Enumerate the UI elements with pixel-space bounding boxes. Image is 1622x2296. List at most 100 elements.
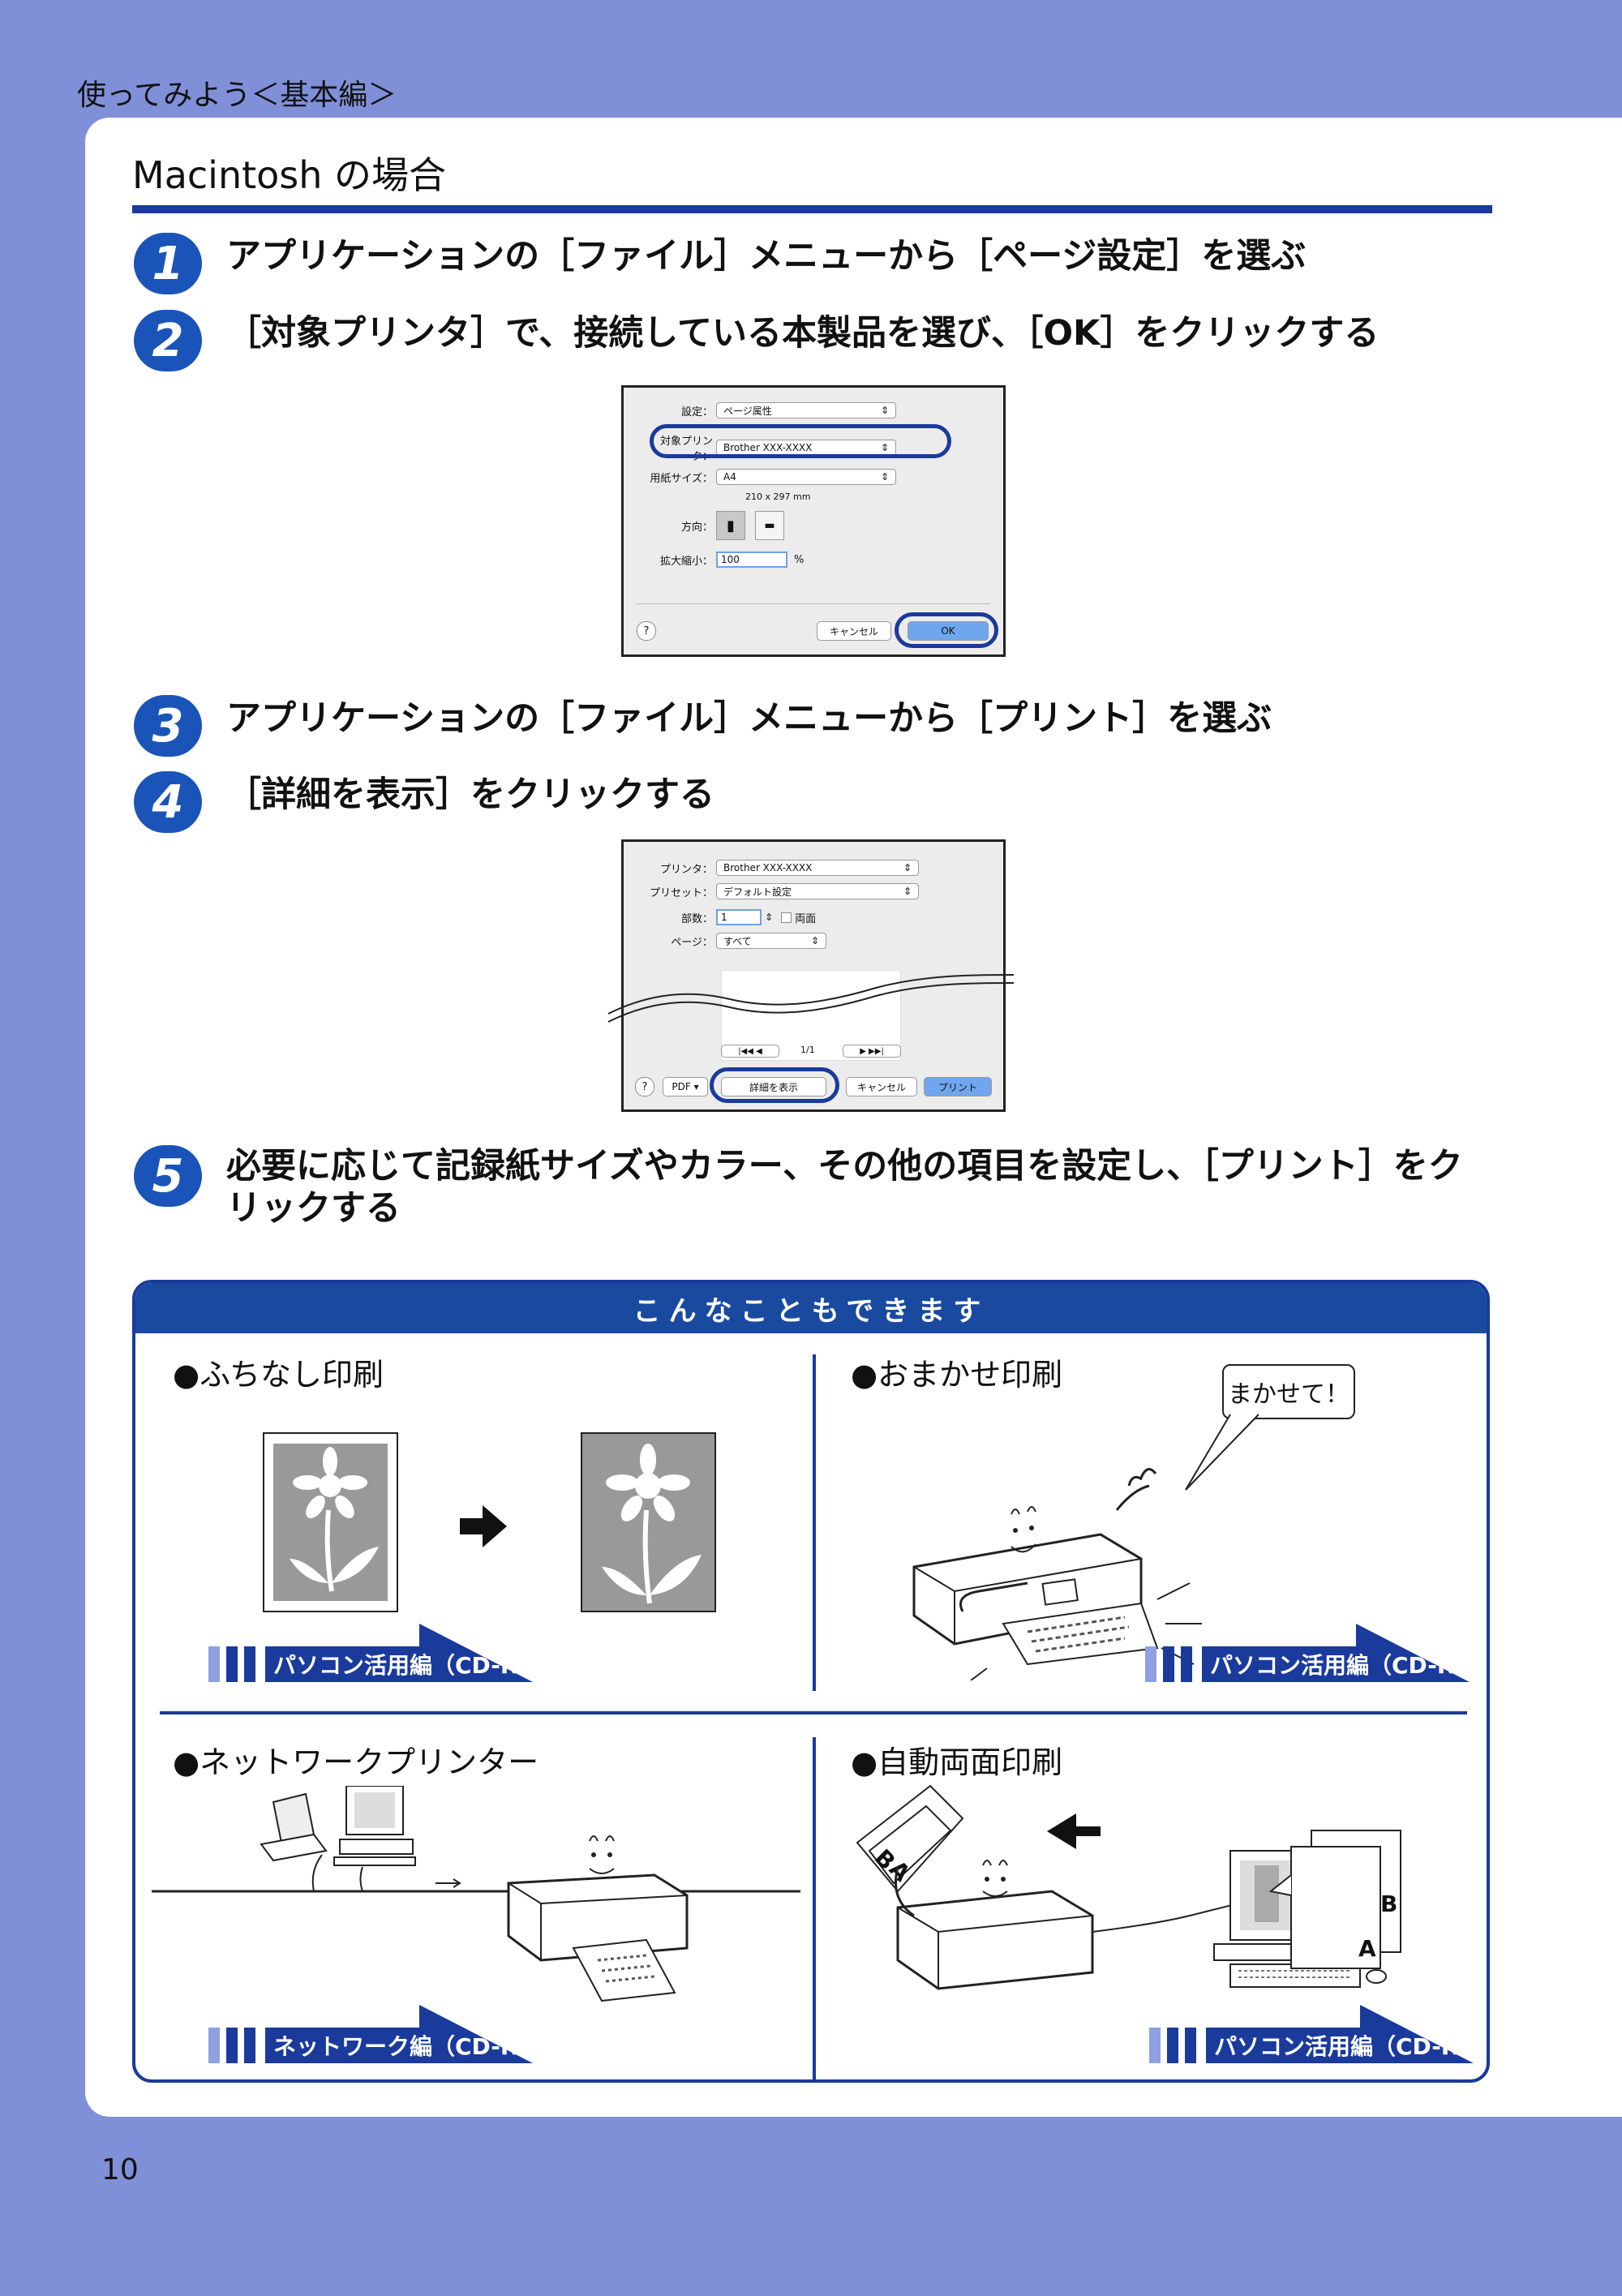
document-pages-icon [1268,1830,1401,1969]
stepper-icon: ⇕ [880,405,889,416]
printer-mascot-icon [895,1860,1094,1990]
scale-label: 拡大縮小： [659,555,713,568]
step-text: ［詳細を表示］をクリックする [226,775,714,815]
portrait-button[interactable]: ▮ [716,511,745,540]
features-box: こんなこともできます ●ふちなし印刷 パソコン [132,1280,1490,2083]
step-text: 必要に応じて記録紙サイズやカラー、その他の項目を設定し、［プリント］をクリックす… [226,1146,1463,1229]
duplex-illustration: B A B A [856,1784,1401,1990]
step-number: 5 [134,1145,202,1207]
flower-icon [290,1447,379,1592]
header-label: 使ってみよう＜基本編＞ [77,79,397,112]
step-1: 1 アプリケーションの［ファイル］メニューから［ページ設定］を選ぶ [134,233,1491,294]
feature-title-borderless: ●ふちなし印刷 [173,1357,384,1393]
step-5: 5 必要に応じて記録紙サイズやカラー、その他の項目を設定し、［プリント］をクリッ… [134,1145,1491,1230]
arrow-left-icon [1047,1813,1101,1849]
duplex-checkbox[interactable] [781,912,792,923]
page-letter-b: B [1380,1890,1397,1917]
speech-bubble: まかせて！ [1222,1364,1355,1419]
details-highlight [710,1067,839,1103]
step-4: 4 ［詳細を表示］をクリックする [134,771,1491,833]
page-letter-a: A [1358,1935,1376,1962]
section-rule [132,205,1492,213]
ref-label: ネットワーク編（CD-ROM） [273,2033,583,2060]
cut-line [607,982,1015,1023]
ref-tag-duplex: パソコン活用編（CD-ROM） [1149,2005,1487,2063]
ref-tag-network: ネットワーク編（CD-ROM） [208,2005,582,2063]
page-nav-forward[interactable]: ▶ ▶▶| [843,1045,901,1058]
step-number: 1 [134,233,202,294]
stepper-icon: ⇕ [880,442,889,453]
scale-input[interactable]: 100 [716,551,787,568]
scale-unit: % [794,553,805,566]
features-heading: こんなこともできます [135,1283,1487,1333]
chevron-down-icon: ▾ [693,1081,699,1092]
copies-input[interactable]: 1 [716,909,762,925]
show-details-button[interactable]: 詳細を表示 [721,1077,826,1097]
duplex-label: 両面 [795,912,817,925]
feature-title-network: ●ネットワークプリンター [173,1745,539,1780]
preset-label: プリセット： [649,886,713,899]
page-count: 1/1 [800,1045,815,1055]
setting-select[interactable]: ページ属性⇕ [716,402,896,418]
pages-label: ページ： [671,936,713,949]
copies-label: 部数： [680,912,713,925]
ref-tag-borderless: パソコン活用編（CD-ROM） [208,1624,582,1682]
printer-highlight [650,424,951,458]
desktop-computer-icon [333,1786,416,1866]
network-illustration [152,1786,800,2002]
step-3: 3 アプリケーションの［ファイル］メニューから［プリント］を選ぶ [134,695,1491,757]
step-number: 2 [134,310,202,371]
stepper-icon: ⇕ [880,471,889,483]
pdf-button[interactable]: PDF ▾ [663,1077,708,1097]
borderless-illustration [263,1432,716,1612]
landscape-button[interactable]: ▬ [755,511,784,540]
preset-select[interactable]: デフォルト設定⇕ [716,883,919,899]
step-number: 3 [134,695,202,757]
paper-size-select[interactable]: A4⇕ [716,469,896,485]
step-text: アプリケーションの［ファイル］メニューから［プリント］を選ぶ [226,698,1272,739]
ref-label: パソコン活用編（CD-ROM） [1214,2033,1487,2060]
paper-sheets-icon [856,1784,964,1893]
page-number: 10 [101,2153,139,2187]
divider-vertical-bottom [813,1737,816,2079]
arrow-right-icon [460,1505,507,1547]
stepper-icon: ⇕ [903,886,912,897]
laptop-icon [260,1792,328,1862]
cancel-button[interactable]: キャンセル [817,621,891,641]
bubble-tail [1185,1414,1259,1491]
divider-vertical-top [813,1354,816,1691]
ref-tag-omakase: パソコン活用編（CD-ROM） [1145,1624,1487,1682]
stepper-icon: ⇕ [903,862,912,873]
portrait-icon: ▮ [727,517,735,534]
step-2: 2 ［対象プリンタ］で、接続している本製品を選び、［OK］をクリックする [134,310,1491,371]
print-dialog: プリンタ： Brother XXX-XXXX⇕ プリセット： デフォルト設定⇕ … [621,839,1006,1112]
ref-label: パソコン活用編（CD-ROM） [1210,1652,1490,1679]
stepper-icon: ⇕ [810,935,819,946]
ok-highlight [895,612,998,648]
copies-stepper[interactable]: ⇕ [765,912,774,923]
dialog-cut-lines [607,974,1015,1023]
cancel-button[interactable]: キャンセル [846,1077,917,1097]
ref-arrow-shape [265,1624,533,1682]
help-button[interactable]: ? [635,1077,654,1097]
dialog-separator [637,603,990,604]
setting-label: 設定： [680,406,713,418]
arrow-right-icon [436,1878,461,1888]
orientation-label: 方向： [680,521,713,534]
ref-arrow-shape [1206,2005,1474,2063]
feature-title-duplex: ●自動両面印刷 [851,1745,1063,1780]
page-setup-dialog: 設定： ページ属性⇕ 対象プリンタ： Brother XXX-XXXX⇕ 用紙サ… [621,385,1006,657]
cut-line [607,974,1015,1015]
paper-dimensions: 210 x 297 mm [745,491,811,502]
ref-arrow-shape [265,2005,533,2063]
printer-label: プリンタ： [659,863,713,876]
printer-mascot-illustration [912,1468,1202,1680]
page-nav-back[interactable]: |◀◀ ◀ [721,1045,779,1058]
flower-icon [602,1444,702,1604]
help-button[interactable]: ? [637,621,656,641]
feature-title-omakase: ●おまかせ印刷 [851,1357,1063,1393]
pages-select[interactable]: すべて⇕ [716,933,826,949]
printer-select[interactable]: Brother XXX-XXXX⇕ [716,860,919,876]
paper-size-label: 用紙サイズ： [650,472,713,485]
print-button[interactable]: プリント [924,1077,992,1097]
